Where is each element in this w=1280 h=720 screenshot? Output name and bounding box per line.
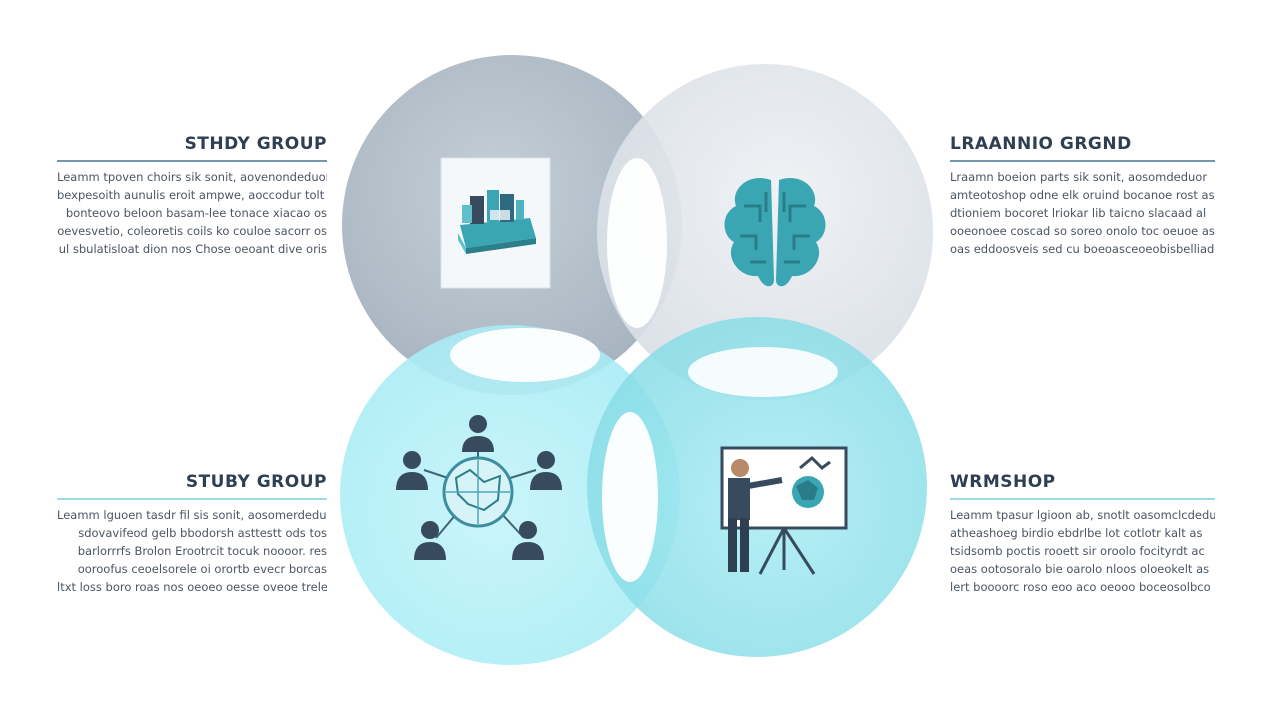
panel-line: dtioniem bocoret lriokar lib taicno slac… [950,206,1207,220]
panel-body: Lraamn boeion parts sik sonit, aosomdedu… [950,168,1215,258]
panel-line: Leamm tpasur lgioon ab, snotlt oasomclcd… [950,508,1215,522]
panel-line: amteotoshop odne elk oruind bocanoe rost… [950,188,1215,202]
lens-left [450,328,600,382]
panel-divider [57,160,327,162]
panel-line: barlorrrfs Brolon Erootrcit tocuk noooor… [77,544,327,558]
stacked-books-icon [440,157,551,289]
panel-top-left: STHDY GROUP Leamm tpoven choirs sik soni… [57,134,327,258]
panel-line: ul sbulatisloat dion nos Chose oeoant di… [58,242,327,256]
panel-bottom-right: WRMSHOP Leamm tpasur lgioon ab, snotlt o… [950,472,1215,596]
panel-line: bonteovo beloon basam-lee tonace xiacao … [65,206,327,220]
panel-line: lert boooorc roso eoo aco oeooo boceosol… [950,580,1211,594]
panel-line: bexpesoith aunulis eroit ampwe, aoccodur… [57,188,327,202]
panel-line: ltxt loss boro roas nos oeoeo oesse oveo… [57,580,327,594]
panel-line: oevesvetio, coleoretis coils ko couloe s… [57,224,327,238]
panel-title: STHDY GROUP [184,134,327,154]
panel-line: sdovavifeod gelb bbodorsh asttestt ods t… [78,526,327,540]
people-network-icon [396,415,562,560]
panel-line: oas eddoosveis sed cu boeoasceoeobisbell… [950,242,1215,256]
presenter-whiteboard-icon [720,446,848,575]
panel-line: oeas ootosoralo bie oarolo nloos oloeoke… [950,562,1210,576]
lens-bottom [602,412,658,582]
panel-divider [950,160,1215,162]
panel-top-right: LRAANNIO GRGND Lraamn boeion parts sik s… [950,134,1215,258]
lens-top [607,158,667,328]
panel-title: LRAANNIO GRGND [950,134,1132,154]
panel-line: Leamm tpoven choirs sik sonit, aovenonde… [57,170,327,184]
brain-icon [724,178,826,287]
panel-divider [57,498,327,500]
panel-line: ooeonoee coscad so soreo onolo toc oeuoe… [950,224,1215,238]
panel-body: Leamm tpoven choirs sik sonit, aovenonde… [57,168,327,258]
panel-bottom-left: STUBY GROUP Leamm lguoen tasdr fil sis s… [57,472,327,596]
lens-right [688,347,838,397]
panel-line: ooroofus ceoelsorele oi orortb evecr bor… [77,562,327,576]
panel-title: WRMSHOP [950,472,1056,492]
panel-line: Leamm lguoen tasdr fil sis sonit, aosome… [57,508,327,522]
panel-body: Leamm lguoen tasdr fil sis sonit, aosome… [57,506,327,596]
panel-divider [950,498,1215,500]
panel-line: tsidsomb poctis rooett sir oroolo focity… [950,544,1205,558]
panel-line: atheashoeg birdio ebdrlbe lot cotlotr ka… [950,526,1203,540]
panel-body: Leamm tpasur lgioon ab, snotlt oasomclcd… [950,506,1215,596]
panel-line: Lraamn boeion parts sik sonit, aosomdedu… [950,170,1208,184]
panel-title: STUBY GROUP [185,472,327,492]
